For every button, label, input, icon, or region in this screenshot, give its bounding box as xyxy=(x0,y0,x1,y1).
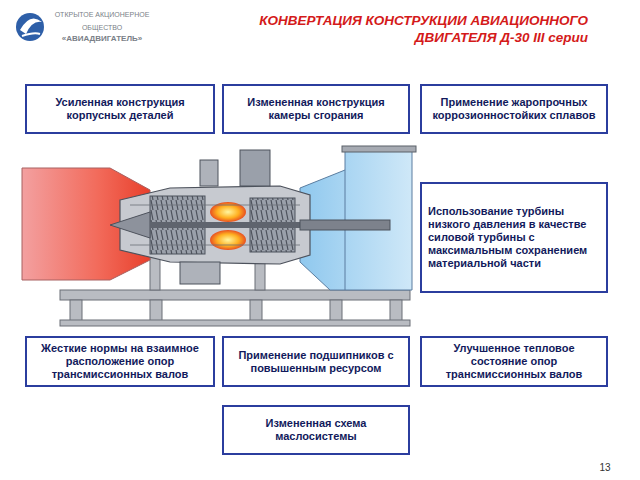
feature-box: Использование турбины низкого давления в… xyxy=(420,182,608,293)
company-logo xyxy=(16,13,44,41)
company-name: ОБЩЕСТВО xyxy=(52,24,152,31)
company-name: ОТКРЫТОЕ АКЦИОНЕРНОЕ xyxy=(52,11,152,18)
page-number: 13 xyxy=(590,462,620,473)
box-text: Усиленная конструкция корпусных деталей xyxy=(33,96,207,122)
slide-title: КОНВЕРТАЦИЯ КОНСТРУКЦИИ АВИАЦИОННОГО ДВИ… xyxy=(258,12,588,46)
box-text: Жесткие нормы на взаимное расположение о… xyxy=(33,342,207,381)
engine-core xyxy=(110,150,390,284)
company-name: «АВИАДВИГАТЕЛЬ» xyxy=(52,34,152,43)
inlet-duct xyxy=(22,168,150,280)
feature-box: Жесткие нормы на взаимное расположение о… xyxy=(25,336,215,387)
feature-box: Улучшенное тепловое состояние опор транс… xyxy=(420,336,608,387)
feature-box: Измененная схема маслосистемы xyxy=(222,405,410,455)
box-text: Применение подшипников с повышенным ресу… xyxy=(230,349,402,375)
feature-box: Применение подшипников с повышенным ресу… xyxy=(222,336,410,387)
feature-box: Усиленная конструкция корпусных деталей xyxy=(25,84,215,134)
exhaust-collector xyxy=(300,146,416,290)
feature-box: Измененная конструкция камеры сгорания xyxy=(222,84,410,134)
box-text: Улучшенное тепловое состояние опор транс… xyxy=(428,342,600,381)
feature-box: Применение жаропрочных коррозионностойки… xyxy=(420,84,608,134)
box-text: Использование турбины низкого давления в… xyxy=(428,205,600,270)
box-text: Измененная конструкция камеры сгорания xyxy=(230,96,402,122)
box-text: Применение жаропрочных коррозионностойки… xyxy=(428,96,600,122)
box-text: Измененная схема маслосистемы xyxy=(230,417,402,443)
